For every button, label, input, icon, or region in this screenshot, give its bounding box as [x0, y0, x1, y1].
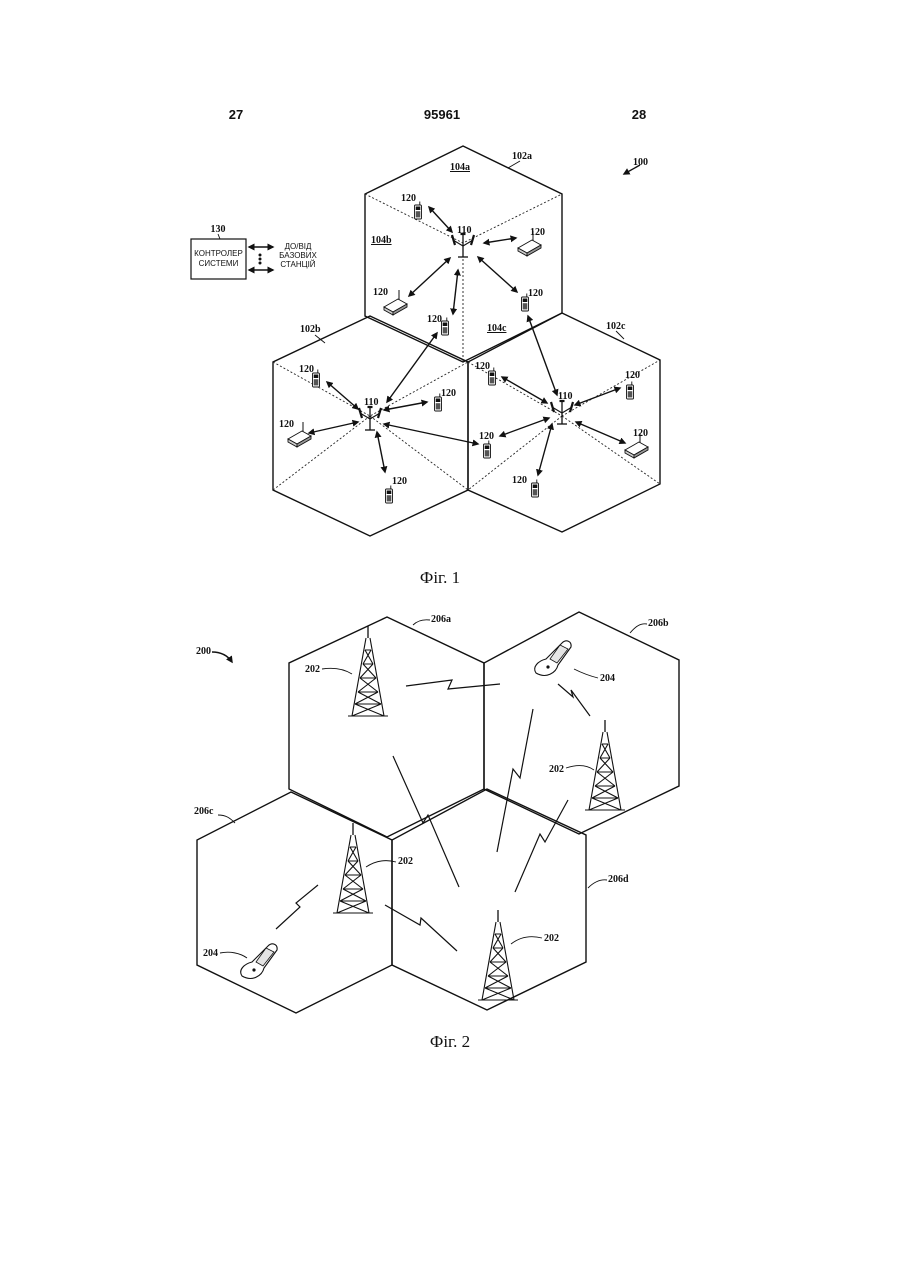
terminal-ref: 120 — [479, 431, 494, 442]
terminal: 120 — [512, 475, 539, 497]
base-station-a: 110 — [452, 225, 474, 257]
tower-ref: 202 — [544, 933, 559, 944]
terminal: 120 — [435, 388, 457, 411]
terminal-ref: 120 — [530, 227, 545, 238]
sector-label-104b: 104b — [371, 235, 392, 246]
tower-a: 202 — [305, 626, 388, 716]
tower-ref: 202 — [549, 764, 564, 775]
cell-label-206a: 206a — [431, 614, 451, 625]
wireless-links — [309, 207, 625, 475]
terminal-ref: 120 — [299, 364, 314, 375]
terminal: 120 — [401, 193, 422, 219]
cell-206a — [289, 617, 484, 837]
to-from-label-line1: ДО/ВІД — [285, 242, 312, 251]
system-ref-200: 200 — [196, 646, 211, 657]
controller-ref: 130 — [211, 224, 226, 235]
terminal-ref: 120 — [392, 476, 407, 487]
terminal: 120 — [625, 370, 640, 399]
tower-b: 202 — [549, 720, 625, 810]
terminal: 120 — [373, 287, 407, 315]
cell-label-206d: 206d — [608, 874, 629, 885]
base-station-ref: 110 — [558, 391, 572, 402]
to-from-label-line3: СТАНЦІЙ — [280, 260, 315, 269]
terminal-ref: 120 — [401, 193, 416, 204]
terminal: 120 — [475, 361, 496, 385]
sector-label-104a: 104a — [450, 162, 470, 173]
base-station-b: 110 — [359, 397, 381, 430]
cell-label-206c: 206c — [194, 806, 214, 817]
controller-label-line1: КОНТРОЛЕР — [194, 249, 243, 258]
controller-label-line2: СИСТЕМИ — [199, 259, 239, 268]
terminal: 120 — [386, 476, 408, 503]
page-number-right: 28 — [632, 107, 646, 122]
system-ref-100: 100 — [633, 157, 648, 168]
to-from-label-line2: БАЗОВИХ — [279, 251, 317, 260]
base-station-ref: 110 — [364, 397, 378, 408]
terminal-ref: 120 — [528, 288, 543, 299]
terminal-ref: 120 — [633, 428, 648, 439]
cell-label-102a: 102a — [512, 151, 532, 162]
system-ref-arrow — [212, 652, 232, 662]
device-ref: 204 — [600, 673, 615, 684]
terminal-ref: 120 — [441, 388, 456, 399]
figure-1-caption: Фіг. 1 — [420, 568, 460, 587]
mobile-device-b: 204 — [535, 641, 615, 684]
system-ref-arrow — [624, 165, 640, 174]
terminal-ref: 120 — [279, 419, 294, 430]
cell-label-102c: 102c — [606, 321, 626, 332]
terminal: 120 — [279, 419, 311, 447]
system-controller: 130 КОНТРОЛЕР СИСТЕМИ ДО/ВІД БАЗОВИХ СТА… — [191, 224, 318, 279]
base-station-c: 110 — [551, 391, 573, 424]
cell-label-206b: 206b — [648, 618, 669, 629]
figure-1: 100 130 КОНТРОЛЕР СИСТЕМИ ДО/ВІД БАЗОВИХ… — [191, 146, 660, 587]
terminal: 120 — [299, 364, 320, 387]
figure-2: 200 206a 206b 206c 206d 202 202 202 — [194, 612, 679, 1051]
figure-2-caption: Фіг. 2 — [430, 1032, 470, 1051]
tower-c: 202 — [333, 823, 413, 913]
sector-label-104c: 104c — [487, 323, 507, 334]
patent-number: 95961 — [424, 107, 460, 122]
terminal: 120 — [479, 431, 494, 458]
terminal: 120 — [625, 428, 648, 458]
tower-d: 202 — [478, 910, 559, 1000]
terminal: 120 — [518, 227, 545, 256]
terminal-ref: 120 — [373, 287, 388, 298]
device-ref: 204 — [203, 948, 218, 959]
terminal-ref: 120 — [475, 361, 490, 372]
base-station-ref: 110 — [457, 225, 471, 236]
cell-label-102b: 102b — [300, 324, 321, 335]
page-number-left: 27 — [229, 107, 243, 122]
tower-ref: 202 — [305, 664, 320, 675]
terminal-ref: 120 — [427, 314, 442, 325]
terminal-ref: 120 — [625, 370, 640, 381]
tower-ref: 202 — [398, 856, 413, 867]
terminal: 120 — [427, 314, 449, 335]
terminal-ref: 120 — [512, 475, 527, 486]
terminal: 120 — [522, 288, 544, 311]
